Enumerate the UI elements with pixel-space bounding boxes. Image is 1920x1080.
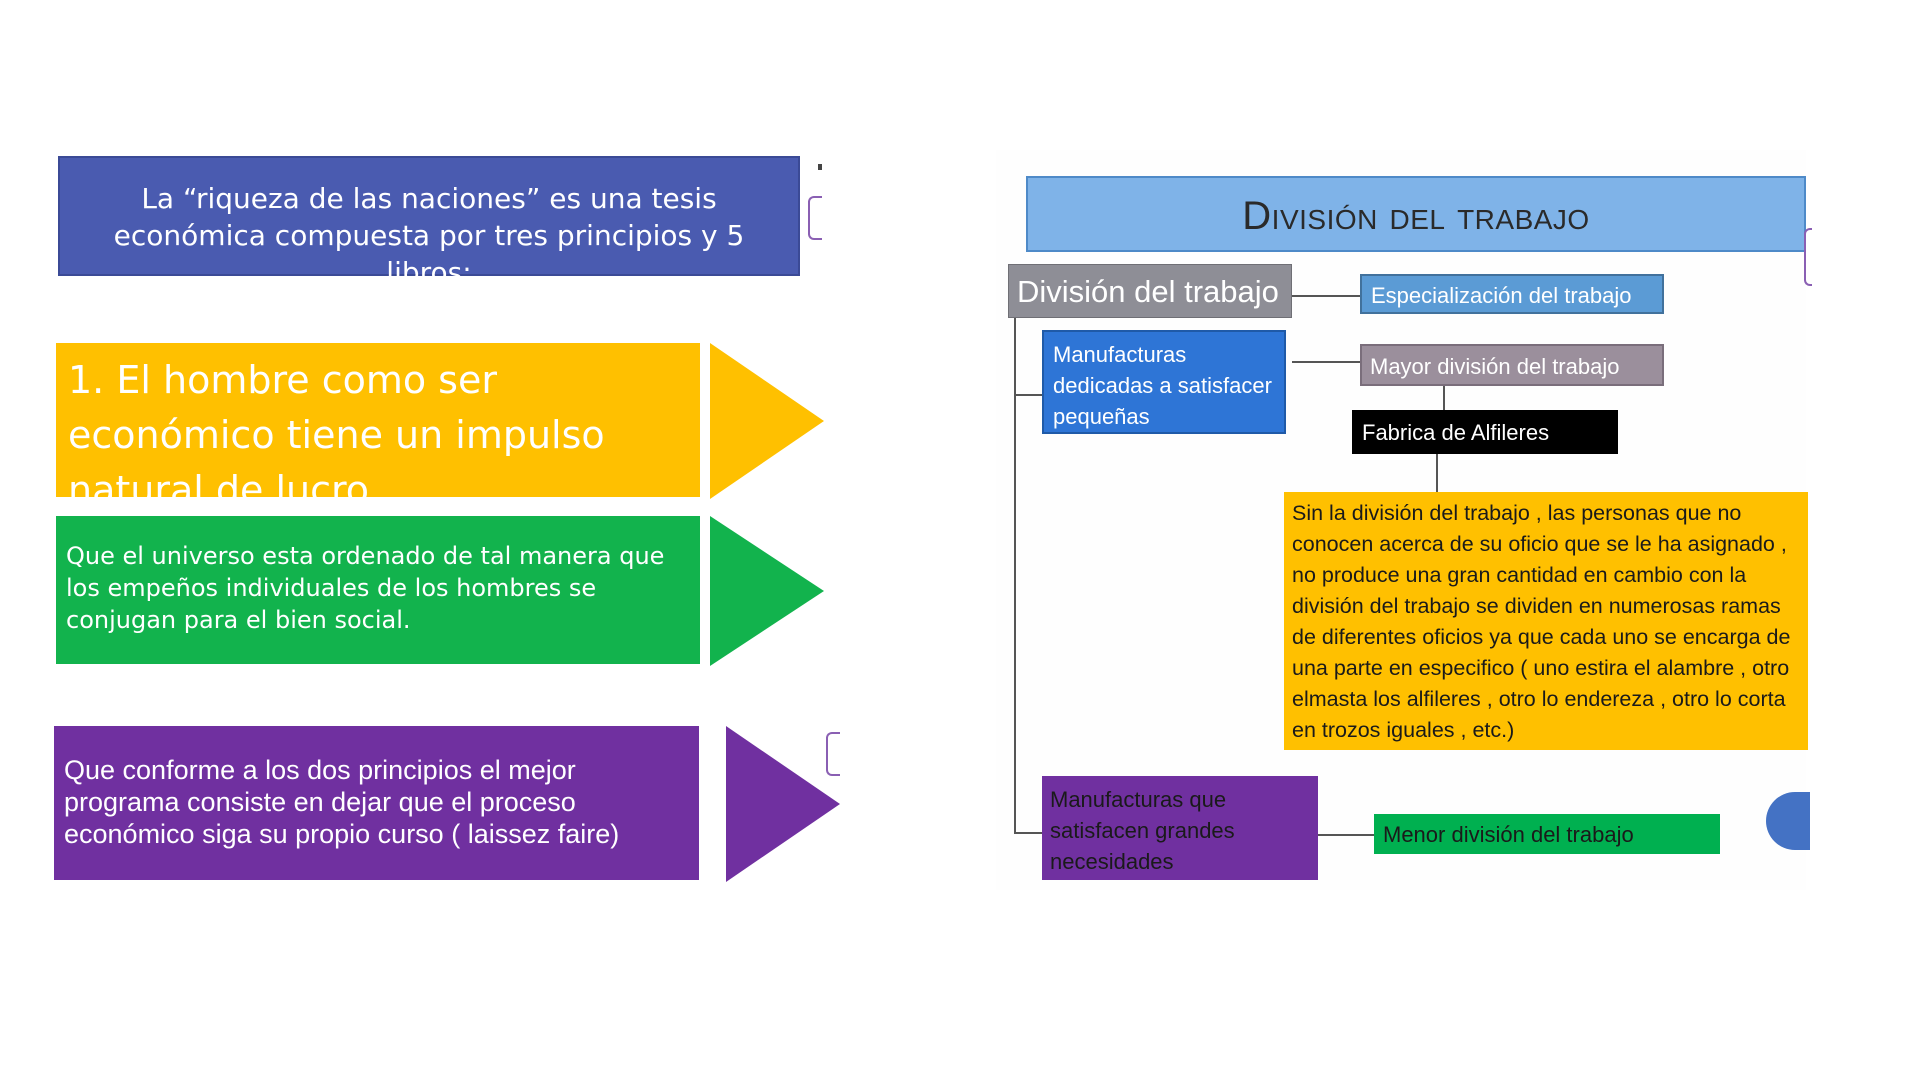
slide-edge-marker-2 [826,732,840,776]
thesis-title-box: La “riqueza de las naciones” es una tesi… [58,156,800,289]
node-mayor-division: Mayor división del trabajo [1360,344,1664,386]
connector-manuf-peq [1016,394,1042,396]
node-especializacion: Especialización del trabajo [1360,274,1664,314]
connector-fabrica-sin [1436,454,1438,492]
node-division-del-trabajo-text: División del trabajo [1017,274,1279,309]
connector-manuf-grandes [1016,832,1042,834]
right-slide-edge-marker [1804,228,1812,286]
connector-mayor-fabrica [1443,386,1445,410]
node-manufacturas-pequenas-text: Manufacturas dedicadas a satisfacer pequ… [1053,342,1272,429]
node-mayor-division-text: Mayor división del trabajo [1370,354,1620,379]
node-explicacion: Sin la división del trabajo , las person… [1284,492,1808,750]
principle-2-text: Que el universo esta ordenado de tal man… [66,542,665,634]
node-manufacturas-grandes: Manufacturas que satisfacen grandes nece… [1042,776,1318,880]
thesis-title-text: La “riqueza de las naciones” es una tesi… [113,182,745,289]
connector-grandes-menor [1318,834,1374,836]
connector-peq-mayor [1292,361,1360,363]
principle-3-box: Que conforme a los dos principios el mej… [54,726,699,880]
principle-1-box: 1. El hombre como ser económico tiene un… [56,343,700,512]
node-manufacturas-grandes-text: Manufacturas que satisfacen grandes nece… [1050,787,1235,874]
principle-1-arrow-icon [710,343,824,499]
principle-3-text: Que conforme a los dos principios el mej… [64,755,620,849]
node-fabrica-alfileres: Fabrica de Alfileres [1352,410,1618,454]
node-division-del-trabajo: División del trabajo [1008,264,1292,318]
node-manufacturas-pequenas: Manufacturas dedicadas a satisfacer pequ… [1042,330,1286,434]
connector-root-espec [1292,295,1360,297]
division-header: División del trabajo [1026,176,1806,252]
principle-2-arrow-icon [710,516,824,666]
blue-circle-shape [1766,792,1810,850]
node-especializacion-text: Especialización del trabajo [1371,283,1632,308]
node-fabrica-alfileres-text: Fabrica de Alfileres [1362,420,1550,445]
slide-edge-tick [818,164,822,170]
node-menor-division-text: Menor división del trabajo [1383,822,1634,847]
node-menor-division: Menor división del trabajo [1374,814,1720,854]
principle-2-box: Que el universo esta ordenado de tal man… [56,516,700,664]
principle-3-arrow-icon [726,726,840,882]
division-header-text: División del trabajo [1242,194,1590,238]
principle-1-text: 1. El hombre como ser económico tiene un… [68,358,605,512]
connector-root-vertical [1014,318,1016,834]
slide-edge-marker [808,196,822,240]
node-explicacion-text: Sin la división del trabajo , las person… [1292,501,1791,742]
